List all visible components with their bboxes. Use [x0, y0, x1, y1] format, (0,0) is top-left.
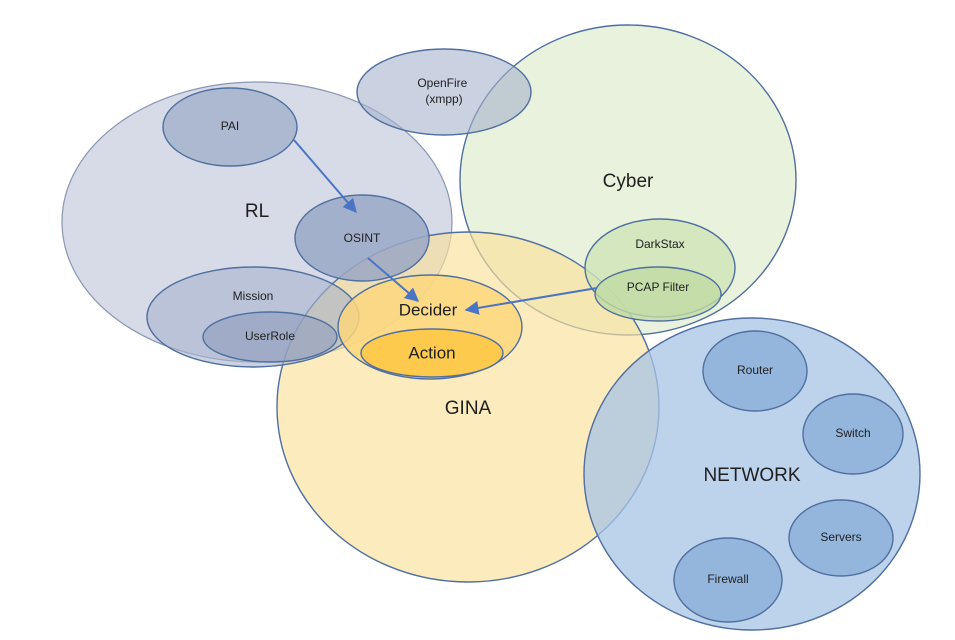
mission-label: Mission: [233, 289, 274, 303]
router-label: Router: [737, 363, 773, 377]
openfire-node: [356, 48, 532, 136]
pcap-node: [594, 266, 722, 322]
rl-label: RL: [245, 201, 269, 222]
arrow-pai-to-osint: [293, 139, 357, 214]
arrow-pcap-to-decider: [464, 287, 598, 315]
osint-node: [294, 194, 430, 282]
switch-label: Switch: [835, 426, 870, 440]
servers-label: Servers: [820, 530, 861, 544]
cyber-label: Cyber: [603, 171, 654, 192]
action-node: [360, 328, 504, 378]
openfire-label: OpenFire (xmpp): [417, 76, 470, 106]
firewall-node: [673, 537, 783, 623]
switch-node: [802, 393, 904, 475]
router-node: [702, 330, 808, 412]
network-label: NETWORK: [703, 465, 800, 486]
firewall-label: Firewall: [707, 572, 748, 586]
arrow-osint-to-decider: [367, 257, 420, 302]
servers-node: [788, 499, 894, 577]
pai-label: PAI: [221, 119, 239, 133]
pcap-label: PCAP Filter: [627, 280, 689, 294]
gina-label: GINA: [445, 398, 492, 419]
darkstax-label: DarkStax: [635, 237, 684, 251]
decider-label: Decider: [399, 300, 458, 319]
userrole-node: [202, 311, 338, 363]
pai-node: [162, 87, 298, 167]
action-label: Action: [408, 343, 455, 362]
openfire-label-line2: (xmpp): [425, 92, 462, 106]
userrole-label: UserRole: [245, 329, 295, 343]
osint-label: OSINT: [344, 231, 381, 245]
openfire-label-line1: OpenFire: [417, 76, 467, 90]
